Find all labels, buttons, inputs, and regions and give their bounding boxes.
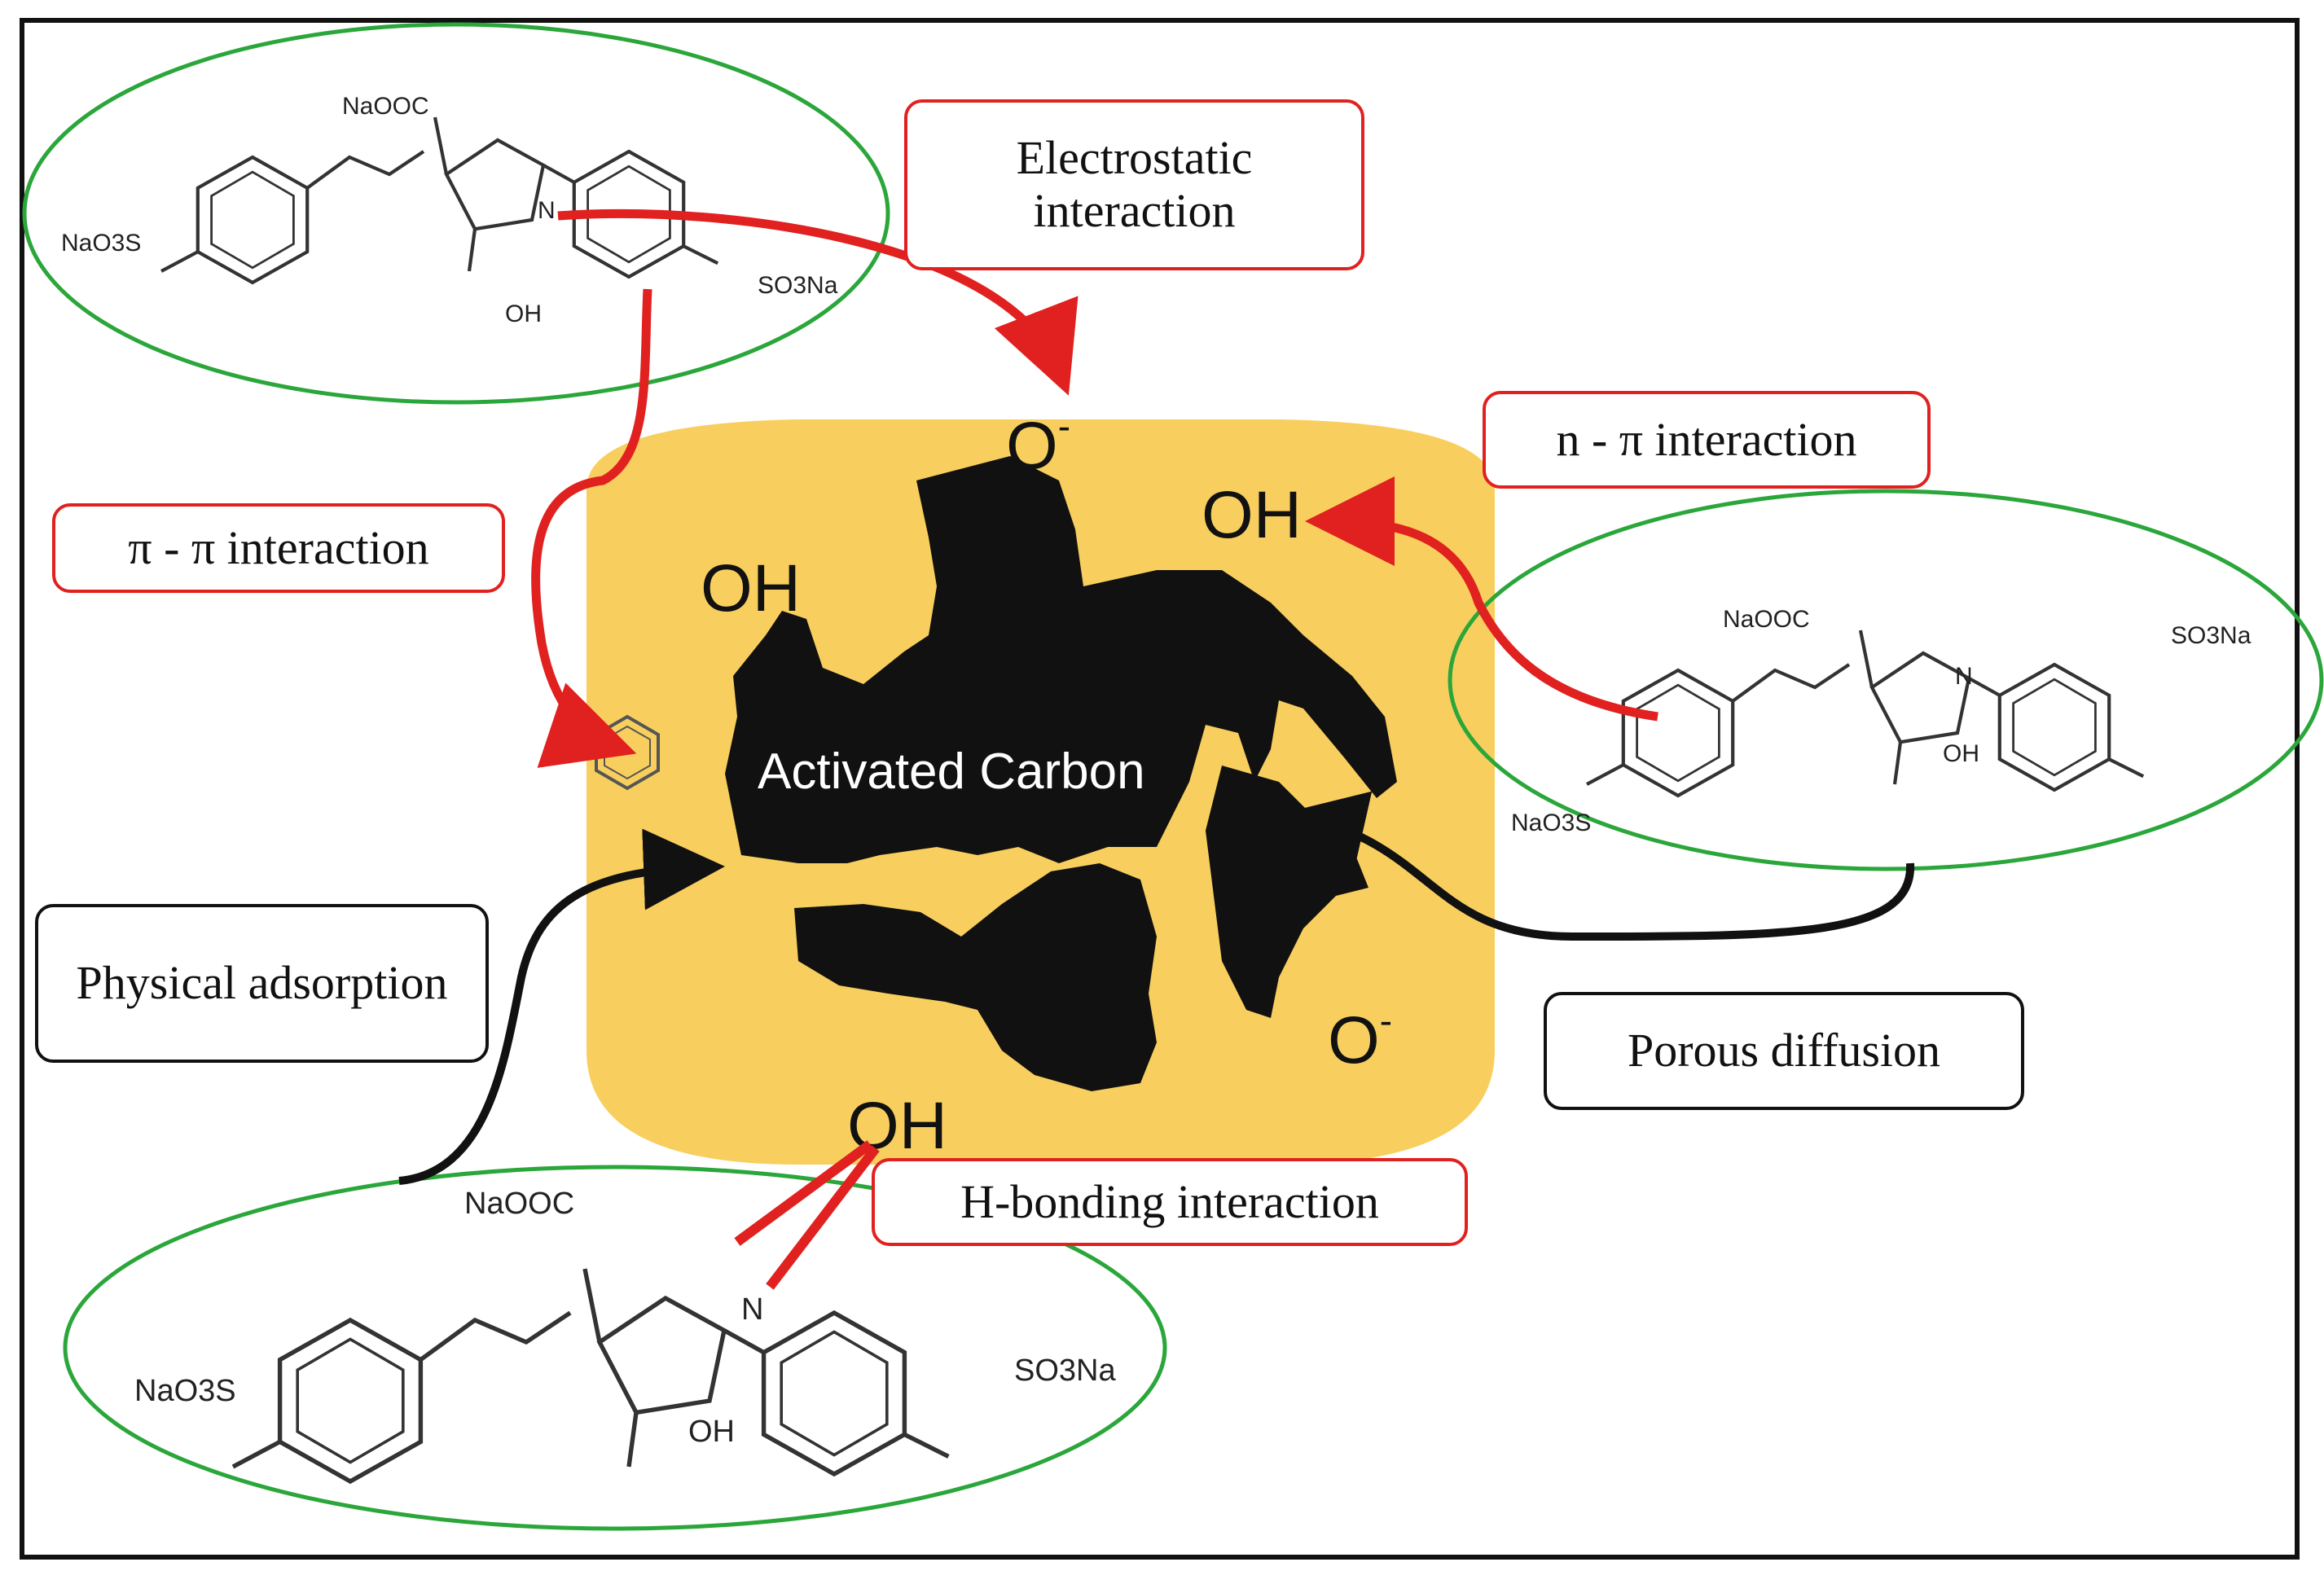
mol-bottom-so3na: SO3Na	[1014, 1354, 1116, 1388]
mol-bottom-naooc: NaOOC	[464, 1187, 574, 1221]
carbon-particle-bottom	[794, 863, 1157, 1091]
physical-adsorption-arrow	[398, 828, 725, 1185]
pi-pi-arrow	[531, 288, 652, 768]
mol-top-so3na: SO3Na	[758, 272, 838, 299]
pi-pi-label: π - π interaction	[52, 503, 505, 593]
surface-o-minus-top: O-	[1006, 405, 1070, 483]
h-bond-line-2	[766, 1145, 880, 1290]
molecule-ellipse-top	[22, 22, 890, 405]
mol-bottom-oh: OH	[688, 1415, 735, 1449]
mol-right-nao3s: NaO3S	[1511, 810, 1591, 836]
molecule-ellipse-right	[1448, 489, 2324, 871]
h-bonding-label: H-bonding interaction	[872, 1158, 1468, 1246]
electrostatic-label: Electrostatic interaction	[904, 99, 1364, 270]
physical-adsorption-label: Physical adsorption	[35, 904, 489, 1063]
porous-diffusion-arrow	[1283, 791, 1915, 941]
mol-right-naooc: NaOOC	[1723, 606, 1810, 633]
dye-molecule-right	[1587, 630, 2143, 796]
surface-o-minus-bottom: O-	[1328, 999, 1392, 1077]
carbon-particle-main	[725, 456, 1397, 863]
molecule-ellipse-bottom	[63, 1165, 1167, 1531]
n-pi-arrow	[1305, 476, 1658, 722]
h-bond-line-1	[734, 1140, 873, 1246]
mol-top-oh: OH	[505, 301, 542, 327]
mol-right-n: N	[1955, 663, 1973, 690]
dye-molecule-top	[161, 117, 718, 283]
porous-diffusion-label: Porous diffusion	[1544, 992, 2024, 1110]
mol-bottom-nao3s: NaO3S	[134, 1374, 236, 1408]
surface-oh-left: OH	[701, 551, 801, 625]
n-pi-label: n - π interaction	[1483, 391, 1931, 489]
electrostatic-arrow	[557, 208, 1079, 396]
surface-oh-right: OH	[1202, 478, 1302, 552]
center-label: Activated Carbon	[758, 744, 1145, 800]
mol-right-so3na: SO3Na	[2171, 622, 2252, 649]
mol-bottom-n: N	[741, 1292, 763, 1327]
mol-top-nao3s: NaO3S	[61, 230, 141, 257]
mol-top-n: N	[538, 197, 556, 224]
dye-molecule-bottom	[233, 1269, 948, 1481]
mol-right-oh: OH	[1943, 740, 1979, 767]
mol-top-naooc: NaOOC	[342, 93, 429, 120]
